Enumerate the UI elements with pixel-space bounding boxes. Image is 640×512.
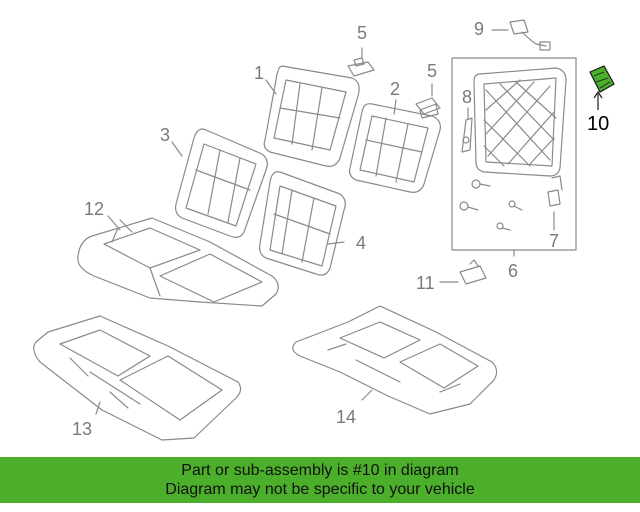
callout-12: 12 — [84, 199, 105, 219]
callout-8: 8 — [462, 87, 473, 107]
callout-1: 1 — [254, 63, 265, 83]
part-7-latch[interactable] — [547, 175, 563, 231]
parts-diagram — [33, 19, 615, 441]
part-4-seatback-center[interactable] — [259, 171, 346, 276]
part-1-seatback-upper[interactable] — [263, 65, 360, 167]
part-9-harness[interactable] — [491, 19, 551, 51]
callout-3: 3 — [160, 125, 171, 145]
callout-9: 9 — [474, 19, 485, 39]
part-5-bracket-upper[interactable] — [347, 47, 375, 77]
part-8-hinge[interactable] — [461, 107, 473, 153]
callout-7: 7 — [549, 231, 560, 251]
callout-10: 10 — [587, 113, 610, 135]
callout-6: 6 — [508, 261, 519, 281]
part-2-seatback-right[interactable] — [349, 103, 441, 193]
part-12-seat-cushion[interactable] — [77, 217, 279, 307]
info-banner: Part or sub-assembly is #10 in diagram D… — [0, 457, 640, 503]
callout-14: 14 — [336, 407, 357, 427]
callout-11: 11 — [416, 273, 435, 293]
part-6-frame-assembly[interactable] — [451, 57, 577, 257]
callout-13: 13 — [72, 419, 93, 439]
part-10-highlighted[interactable] — [589, 65, 615, 110]
banner-line-2: Diagram may not be specific to your vehi… — [165, 481, 475, 498]
part-11-bracket[interactable] — [439, 259, 487, 285]
part-3-seatback-left[interactable] — [175, 128, 268, 238]
bolts-group — [459, 179, 523, 231]
callout-2: 2 — [390, 79, 401, 99]
banner-line-1: Part or sub-assembly is #10 in diagram — [181, 462, 459, 479]
callout-4: 4 — [356, 233, 367, 253]
part-5-bracket-lower[interactable] — [415, 83, 441, 119]
leader-lines — [107, 79, 397, 245]
part-13-lower-frame[interactable] — [33, 315, 242, 441]
callout-5-lower: 5 — [427, 61, 438, 81]
callout-5-upper: 5 — [357, 23, 368, 43]
part-14-floor-frame[interactable] — [292, 305, 498, 415]
